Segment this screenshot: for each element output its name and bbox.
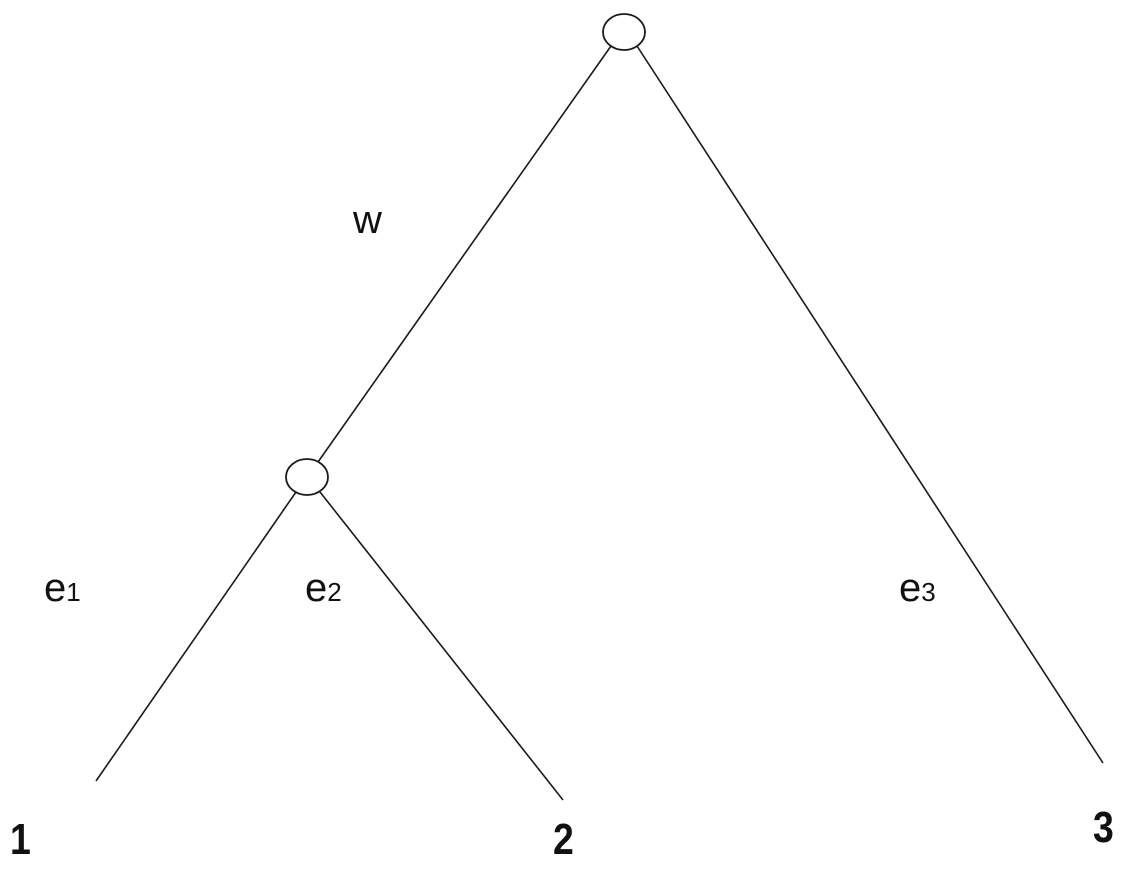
edge-label-e3: e3 [899, 568, 936, 608]
edge-e3 [636, 45, 1104, 764]
edge-label-e2-base: e [305, 566, 328, 610]
internal-node [285, 458, 329, 496]
leaf-label-2: 2 [553, 815, 574, 864]
edge-label-w: w [353, 200, 382, 240]
edge-label-e3-sub: 3 [921, 577, 936, 607]
root-node [602, 13, 646, 51]
leaf-label-1: 1 [10, 815, 31, 864]
edge-w [317, 45, 612, 463]
edge-label-w-base: w [353, 198, 382, 242]
edge-label-e2: e2 [305, 568, 342, 608]
edge-label-e1: e1 [44, 568, 81, 608]
edge-label-e1-sub: 1 [66, 577, 81, 607]
edge-e1 [95, 491, 297, 782]
edge-label-e1-base: e [44, 566, 67, 610]
edge-e2 [319, 491, 564, 801]
edge-label-e2-sub: 2 [327, 577, 342, 607]
leaf-label-3: 3 [1093, 803, 1114, 852]
edge-label-e3-base: e [899, 566, 922, 610]
